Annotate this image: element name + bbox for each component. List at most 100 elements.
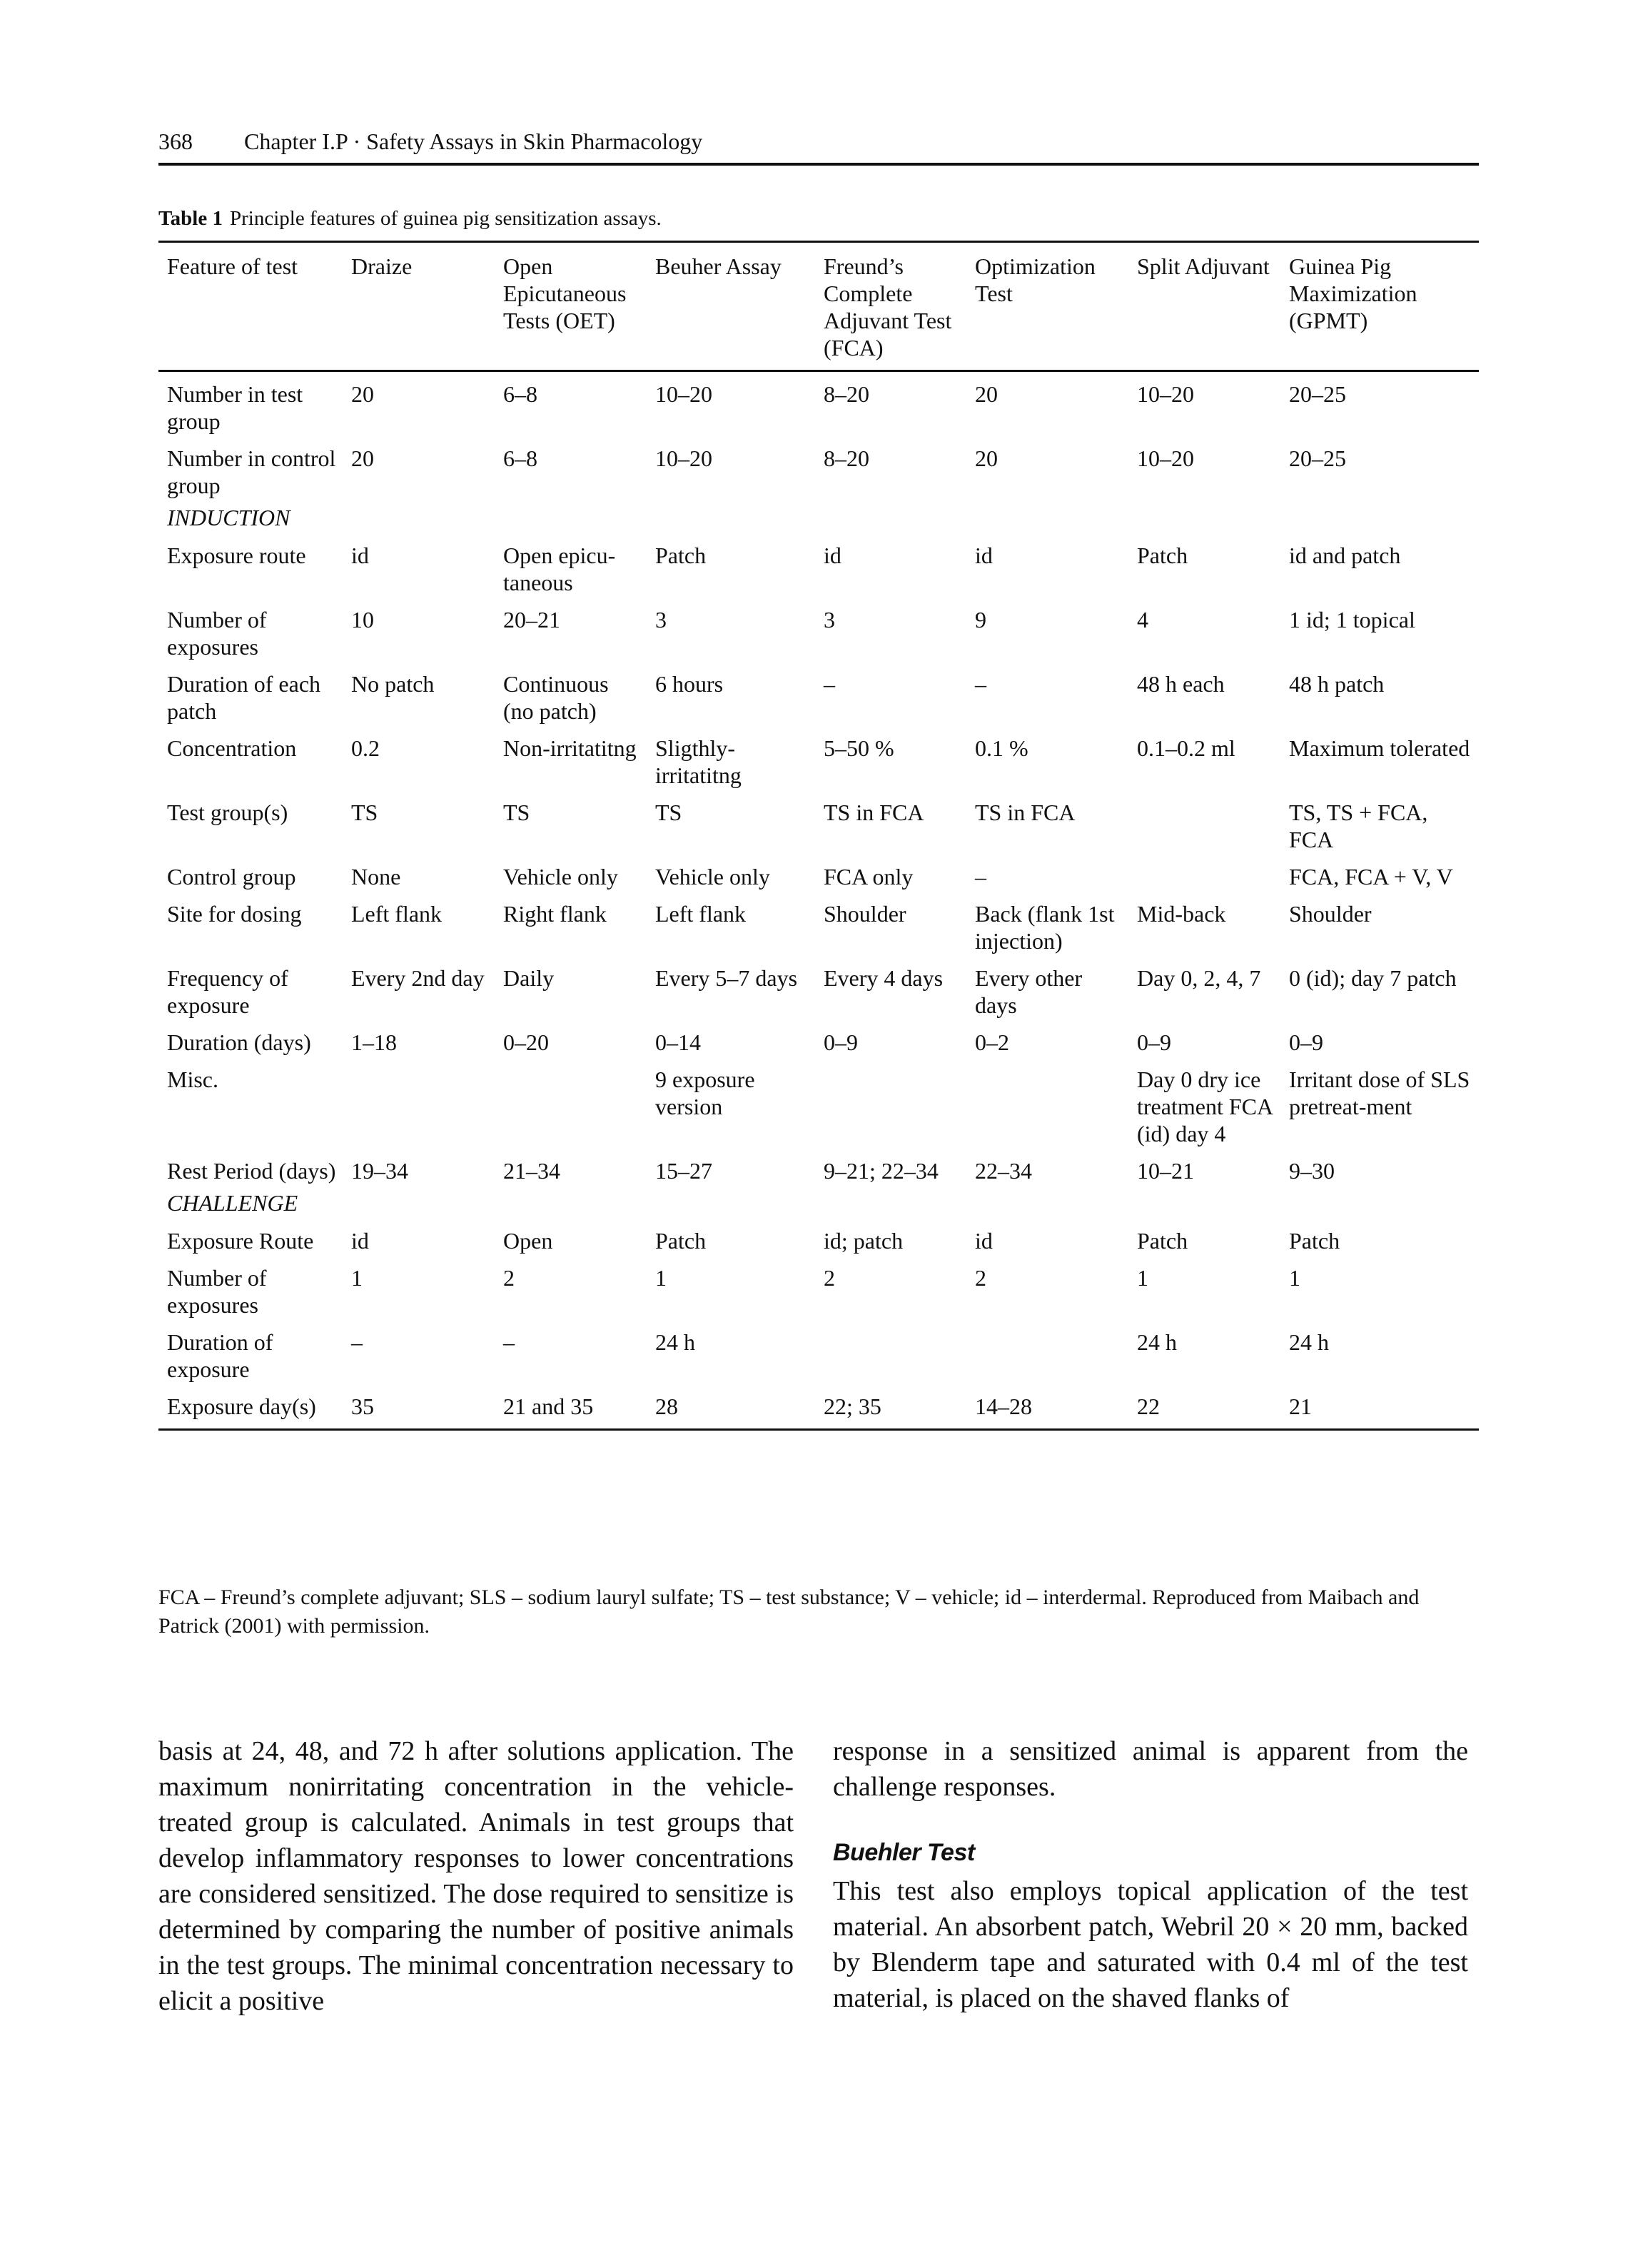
table-cell: Irritant dose of SLS pretreat-ment: [1289, 1067, 1470, 1119]
table-cell: 20: [351, 445, 374, 471]
table-cell: 20–21: [503, 607, 560, 632]
section-subheading: Buehler Test: [833, 1839, 975, 1866]
row-label-cell: Duration of each patch: [167, 671, 321, 724]
section-row: INDUCTION: [158, 504, 1479, 537]
table-caption: Table 1 Principle features of guinea pig …: [158, 206, 1479, 231]
table-cell: Mid-back: [1137, 901, 1226, 927]
table-cell: Shoulder: [1289, 901, 1372, 927]
table-cell: Right flank: [503, 901, 607, 927]
table-cell: Sligthly-irritatitng: [655, 735, 742, 788]
row-label-cell: Number of exposures: [167, 1265, 267, 1318]
table-cell: Patch: [1137, 543, 1188, 568]
table-cell: id: [351, 543, 369, 568]
row-label-cell: Exposure day(s): [158, 1388, 343, 1431]
table-cell: 20: [975, 445, 998, 471]
table-cell: id: [824, 543, 841, 568]
table-cell: No patch: [351, 671, 435, 697]
running-title: Chapter I.P · Safety Assays in Skin Phar…: [244, 128, 703, 154]
table-cell: 3: [824, 607, 835, 632]
table-cell: 19–34: [351, 1158, 408, 1184]
table-cell: TS: [503, 800, 530, 825]
table-cell: –: [503, 1329, 515, 1355]
header-cell: Guinea Pig Maximization (GPMT): [1280, 241, 1479, 372]
header-cell: Draize: [343, 241, 495, 372]
row-label-cell: Exposure Route: [167, 1228, 314, 1254]
running-header: 368 Chapter I.P · Safety Assays in Skin P…: [158, 127, 1479, 156]
table-cell: 9 exposure version: [655, 1067, 755, 1119]
header-cell: Split Adjuvant: [1128, 241, 1280, 372]
table-cell: 48 h patch: [1289, 671, 1385, 697]
table-cell: 6–8: [503, 445, 537, 471]
table-label: Table 1: [158, 207, 223, 230]
table-cell: 10: [351, 607, 374, 632]
header-cell: Feature of test: [158, 241, 343, 372]
table-cell: 4: [1137, 607, 1148, 632]
table-cell: Daily: [503, 965, 555, 991]
row-label-cell: Misc.: [167, 1067, 218, 1092]
table-cell: 0–14: [655, 1029, 701, 1055]
table-cell: 3: [655, 607, 667, 632]
table-cell: 0–2: [975, 1029, 1009, 1055]
table-cell: 0.1–0.2 ml: [1137, 735, 1235, 761]
row-label-cell: Duration of exposure: [167, 1329, 273, 1382]
table-cell: 10–20: [655, 445, 712, 471]
table-cell: [815, 1324, 966, 1388]
table-cell: 14–28: [966, 1388, 1128, 1431]
table-row: Number of exposures 10 20–21 3 3 9 4 1 id; 1 to…: [158, 601, 1479, 665]
table-cell: 1 id; 1 topical: [1289, 607, 1415, 632]
table-cell: Open: [503, 1228, 553, 1254]
section-label: INDUCTION: [167, 505, 290, 530]
table-cell: id; patch: [824, 1228, 904, 1254]
table-cell: 20–25: [1289, 381, 1346, 407]
table-cell: 20–25: [1289, 445, 1346, 471]
table-cell: 9: [975, 607, 986, 632]
table-cell: 8–20: [824, 445, 869, 471]
header-cell: Beuher Assay: [647, 241, 815, 372]
table-cell: 1: [655, 1265, 667, 1291]
table-cell: 15–27: [655, 1158, 712, 1184]
table-cell: 1–18: [351, 1029, 397, 1055]
table-cell: Patch: [1137, 1228, 1188, 1254]
table-caption-text: Principle features of guinea pig sensiti…: [230, 207, 662, 230]
table-cell: 9–30: [1289, 1158, 1335, 1184]
table-cell: 2: [824, 1265, 835, 1291]
row-label-cell: Number of exposures: [167, 607, 267, 660]
body-paragraph: basis at 24, 48, and 72 h after solution…: [158, 1736, 794, 2016]
table-cell: id: [351, 1228, 369, 1254]
table-cell: 28: [647, 1388, 815, 1431]
table-cell: Non-irritatitng: [503, 735, 637, 761]
table-cell: 22–34: [975, 1158, 1032, 1184]
table-cell: [495, 1061, 647, 1152]
row-label-cell: Test group(s): [167, 800, 288, 825]
table-cell: 1: [1289, 1265, 1300, 1291]
table-cell: Left flank: [655, 901, 747, 927]
table-cell: 0–9: [1289, 1029, 1323, 1055]
table-cell: id: [975, 543, 993, 568]
table-cell: –: [351, 1329, 363, 1355]
table-cell: None: [351, 864, 401, 889]
table-cell: 10–20: [1137, 381, 1194, 407]
row-label-cell: Number in control group: [167, 445, 336, 498]
page-number: 368: [158, 128, 193, 154]
table-cell: 10–20: [655, 381, 712, 407]
table-cell: –: [975, 864, 986, 889]
table-cell: 6 hours: [655, 671, 724, 697]
row-label-cell: Duration (days): [167, 1029, 311, 1055]
section-row: CHALLENGE: [158, 1189, 1479, 1222]
table-cell: id: [975, 1228, 993, 1254]
table-cell: TS in FCA: [975, 800, 1076, 825]
table-cell: 21 and 35: [495, 1388, 647, 1431]
table-cell: 22: [1128, 1388, 1280, 1431]
row-label-cell: Concentration: [167, 735, 297, 761]
table-cell: 21: [1280, 1388, 1479, 1431]
